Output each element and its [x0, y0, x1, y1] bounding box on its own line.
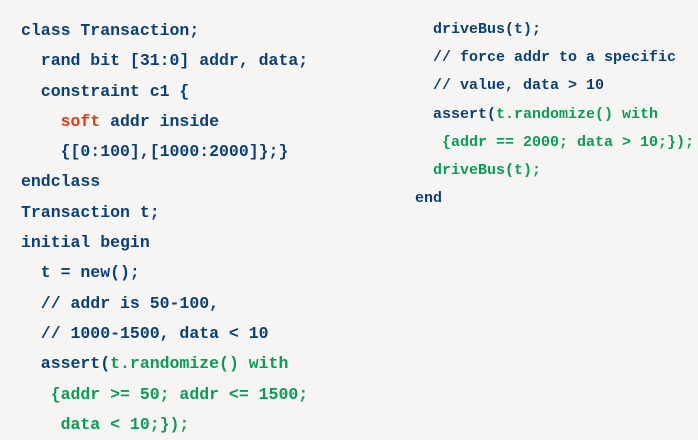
code-segment — [21, 112, 61, 131]
code-segment: Transaction t; — [21, 202, 160, 222]
code-line: // value, data > 10 — [415, 72, 694, 100]
code-segment: endclass — [21, 172, 101, 192]
code-line: data < 10;}); — [21, 410, 308, 440]
code-line: initial begin — [21, 228, 308, 258]
code-segment: // value, data > 10 — [415, 77, 605, 95]
code-line: assert(t.randomize() with — [21, 349, 308, 379]
code-column-right: driveBus(t); // force addr to a specific… — [415, 16, 694, 213]
code-line: rand bit [31:0] addr, data; — [21, 46, 308, 76]
code-line: t = new(); — [21, 258, 308, 288]
code-line: // addr is 50-100, — [21, 289, 308, 319]
code-segment: // 1000-1500, data < 10 — [21, 323, 269, 343]
code-line: {addr >= 50; addr <= 1500; — [21, 380, 308, 410]
code-line: assert(t.randomize() with — [415, 101, 694, 129]
code-segment: assert( — [415, 105, 497, 123]
code-segment: addr inside — [100, 111, 220, 131]
code-line: soft addr inside — [21, 107, 308, 137]
code-line: endclass — [21, 167, 308, 197]
code-line: {addr == 2000; data > 10;}); — [415, 129, 694, 157]
code-line: end — [415, 185, 694, 213]
code-segment: driveBus(t); — [415, 21, 542, 38]
code-segment: {[0:100],[1000:2000]};} — [21, 142, 289, 162]
code-line: constraint c1 { — [21, 77, 308, 107]
code-segment: {addr >= 50; addr <= 1500; — [21, 384, 309, 404]
code-column-left: class Transaction; rand bit [31:0] addr,… — [21, 16, 308, 440]
code-segment: t.randomize() with — [496, 105, 659, 123]
code-segment: t.randomize() with — [110, 354, 289, 374]
code-segment: // force addr to a specific — [415, 49, 677, 67]
code-segment: class Transaction; — [21, 21, 200, 40]
code-line: // force addr to a specific — [415, 44, 694, 72]
code-segment: data < 10;}); — [21, 414, 190, 434]
code-segment: initial begin — [21, 233, 150, 253]
code-line: driveBus(t); — [415, 157, 694, 185]
code-line: // 1000-1500, data < 10 — [21, 319, 308, 349]
code-segment: t = new(); — [21, 263, 140, 283]
code-segment: driveBus(t); — [415, 162, 542, 180]
code-segment: soft — [60, 111, 101, 131]
code-segment: {addr == 2000; data > 10;}); — [415, 133, 695, 151]
code-line: driveBus(t); — [415, 16, 694, 44]
code-segment: rand bit [31:0] addr, data; — [21, 51, 309, 71]
code-line: {[0:100],[1000:2000]};} — [21, 137, 308, 167]
code-line: Transaction t; — [21, 198, 308, 228]
code-segment: end — [415, 190, 443, 208]
code-segment: // addr is 50-100, — [21, 293, 220, 313]
code-line: class Transaction; — [21, 16, 308, 46]
code-segment: constraint c1 { — [21, 81, 190, 101]
code-segment: assert( — [21, 354, 111, 374]
